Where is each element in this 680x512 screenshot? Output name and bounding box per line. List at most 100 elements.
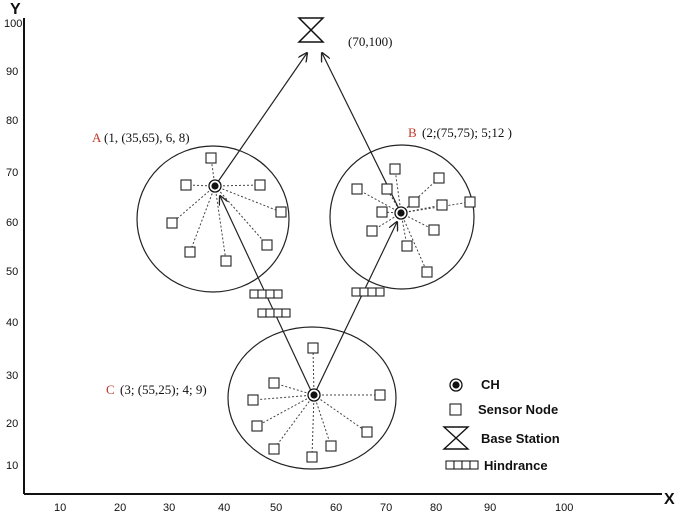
member-link [400, 212, 428, 273]
member-link [214, 184, 261, 187]
base-station: (70,100) [297, 17, 392, 49]
cluster-b-head [394, 206, 408, 220]
y-tick-label: 80 [6, 115, 18, 127]
sensor-node [374, 389, 386, 401]
sensor-node [306, 451, 318, 463]
member-link [273, 382, 315, 396]
y-tick-label: 100 [4, 18, 22, 30]
sensor-node [464, 196, 476, 208]
y-tick-label: 90 [6, 66, 18, 78]
cluster-b-label: B (2;(75,75); 5;12 ) [408, 125, 512, 140]
cluster-b-links [356, 168, 471, 273]
hindrance-cell [273, 289, 283, 299]
cluster-tuple: (3; (55,25); 4; 9) [120, 382, 207, 397]
hindrance-cell [375, 287, 385, 297]
hindrance-cell [281, 308, 291, 318]
x-axis-label: X [664, 491, 675, 508]
hindrance-cell [257, 308, 267, 318]
sensor-node [325, 440, 337, 452]
cluster-tuple: (1, (35,65), 6, 8) [104, 130, 190, 145]
legend-ch-label: CH [481, 377, 500, 392]
y-tick-label: 70 [6, 167, 18, 179]
hindrance-cell [453, 460, 463, 470]
sensor-node [180, 179, 192, 191]
cluster-c-boundary [227, 326, 397, 470]
sensor-node [205, 152, 217, 164]
y-tick-label: 60 [6, 217, 18, 229]
sensor-node [408, 196, 420, 208]
base-station-icon [297, 17, 325, 43]
legend-base-station-icon [442, 426, 470, 450]
cluster-c-sensors [247, 342, 386, 463]
member-link [312, 347, 315, 396]
sensor-node [247, 394, 259, 406]
member-link [313, 394, 332, 447]
member-link [214, 185, 282, 213]
y-tick-label: 40 [6, 317, 18, 329]
hindrance-cell [445, 460, 455, 470]
sensor-node [254, 179, 266, 191]
hindrance-cell [257, 289, 267, 299]
sensor-node [275, 206, 287, 218]
hindrance-cell [359, 287, 369, 297]
base-station-coord: (70,100) [348, 34, 392, 49]
hindrance-cell [265, 308, 275, 318]
sensor-node [428, 224, 440, 236]
sensor-node [307, 342, 319, 354]
hindrance-cell [461, 460, 471, 470]
x-tick-label: 100 [555, 502, 573, 512]
member-link [400, 204, 443, 214]
hindrance-cell [469, 460, 479, 470]
legend: CH Sensor Node Base Station Hindrance [442, 377, 560, 473]
x-tick-label: 30 [163, 502, 175, 512]
member-link [171, 185, 216, 224]
cluster-head-dot [310, 391, 318, 399]
cluster-head-dot [211, 182, 219, 190]
sensor-node [389, 163, 401, 175]
sensor-node [184, 246, 196, 258]
cluster-b-boundary [329, 144, 475, 290]
y-axis-label: Y [10, 1, 21, 18]
member-link [394, 168, 402, 214]
member-link [252, 394, 315, 401]
sensor-node [220, 255, 232, 267]
sensor-node [268, 377, 280, 389]
member-link [214, 185, 227, 262]
x-tick-label: 90 [484, 502, 496, 512]
member-link [214, 185, 268, 246]
sensor-node [433, 172, 445, 184]
hindrance-2 [257, 308, 291, 318]
sensor-node [261, 239, 273, 251]
cluster-a-label: A (1, (35,65), 6, 8) [92, 130, 190, 145]
sensor-node [381, 183, 393, 195]
cluster-letter: B [408, 125, 417, 140]
sensor-node [421, 266, 433, 278]
cluster-letter: A [92, 130, 102, 145]
hindrance-1 [249, 289, 283, 299]
member-link [356, 188, 402, 214]
x-tick-label: 60 [330, 502, 342, 512]
hindrance-cell [265, 289, 275, 299]
cluster-head-dot [397, 209, 405, 217]
legend-sensor-icon [449, 403, 462, 416]
y-tick-label: 30 [6, 370, 18, 382]
legend-ch-dot [452, 381, 460, 389]
x-tick-label: 20 [114, 502, 126, 512]
member-link [311, 394, 315, 458]
hindrance-cell [351, 287, 361, 297]
member-link [273, 394, 315, 450]
x-tick-label: 40 [218, 502, 230, 512]
cluster-a-head [208, 179, 222, 193]
x-tick-label: 80 [430, 502, 442, 512]
hindrance-cell [367, 287, 377, 297]
hindrance-cell [273, 308, 283, 318]
legend-base-station-label: Base Station [481, 431, 560, 446]
y-tick-label: 20 [6, 418, 18, 430]
sensor-node [366, 225, 378, 237]
member-link [256, 394, 315, 427]
sensor-node [351, 183, 363, 195]
legend-hindrance-label: Hindrance [484, 458, 548, 473]
arrow-a-to-base-station [214, 53, 307, 187]
sensor-node [268, 443, 280, 455]
